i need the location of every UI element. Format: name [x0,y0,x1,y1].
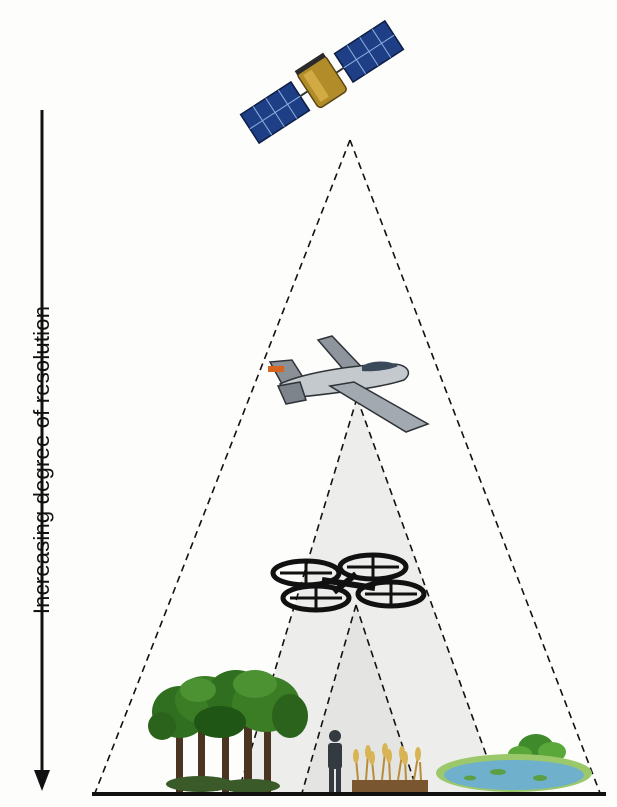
satellite-icon [237,15,406,146]
axis-label: Increasing degree of resolution [29,306,55,614]
airplane-icon [268,336,428,432]
